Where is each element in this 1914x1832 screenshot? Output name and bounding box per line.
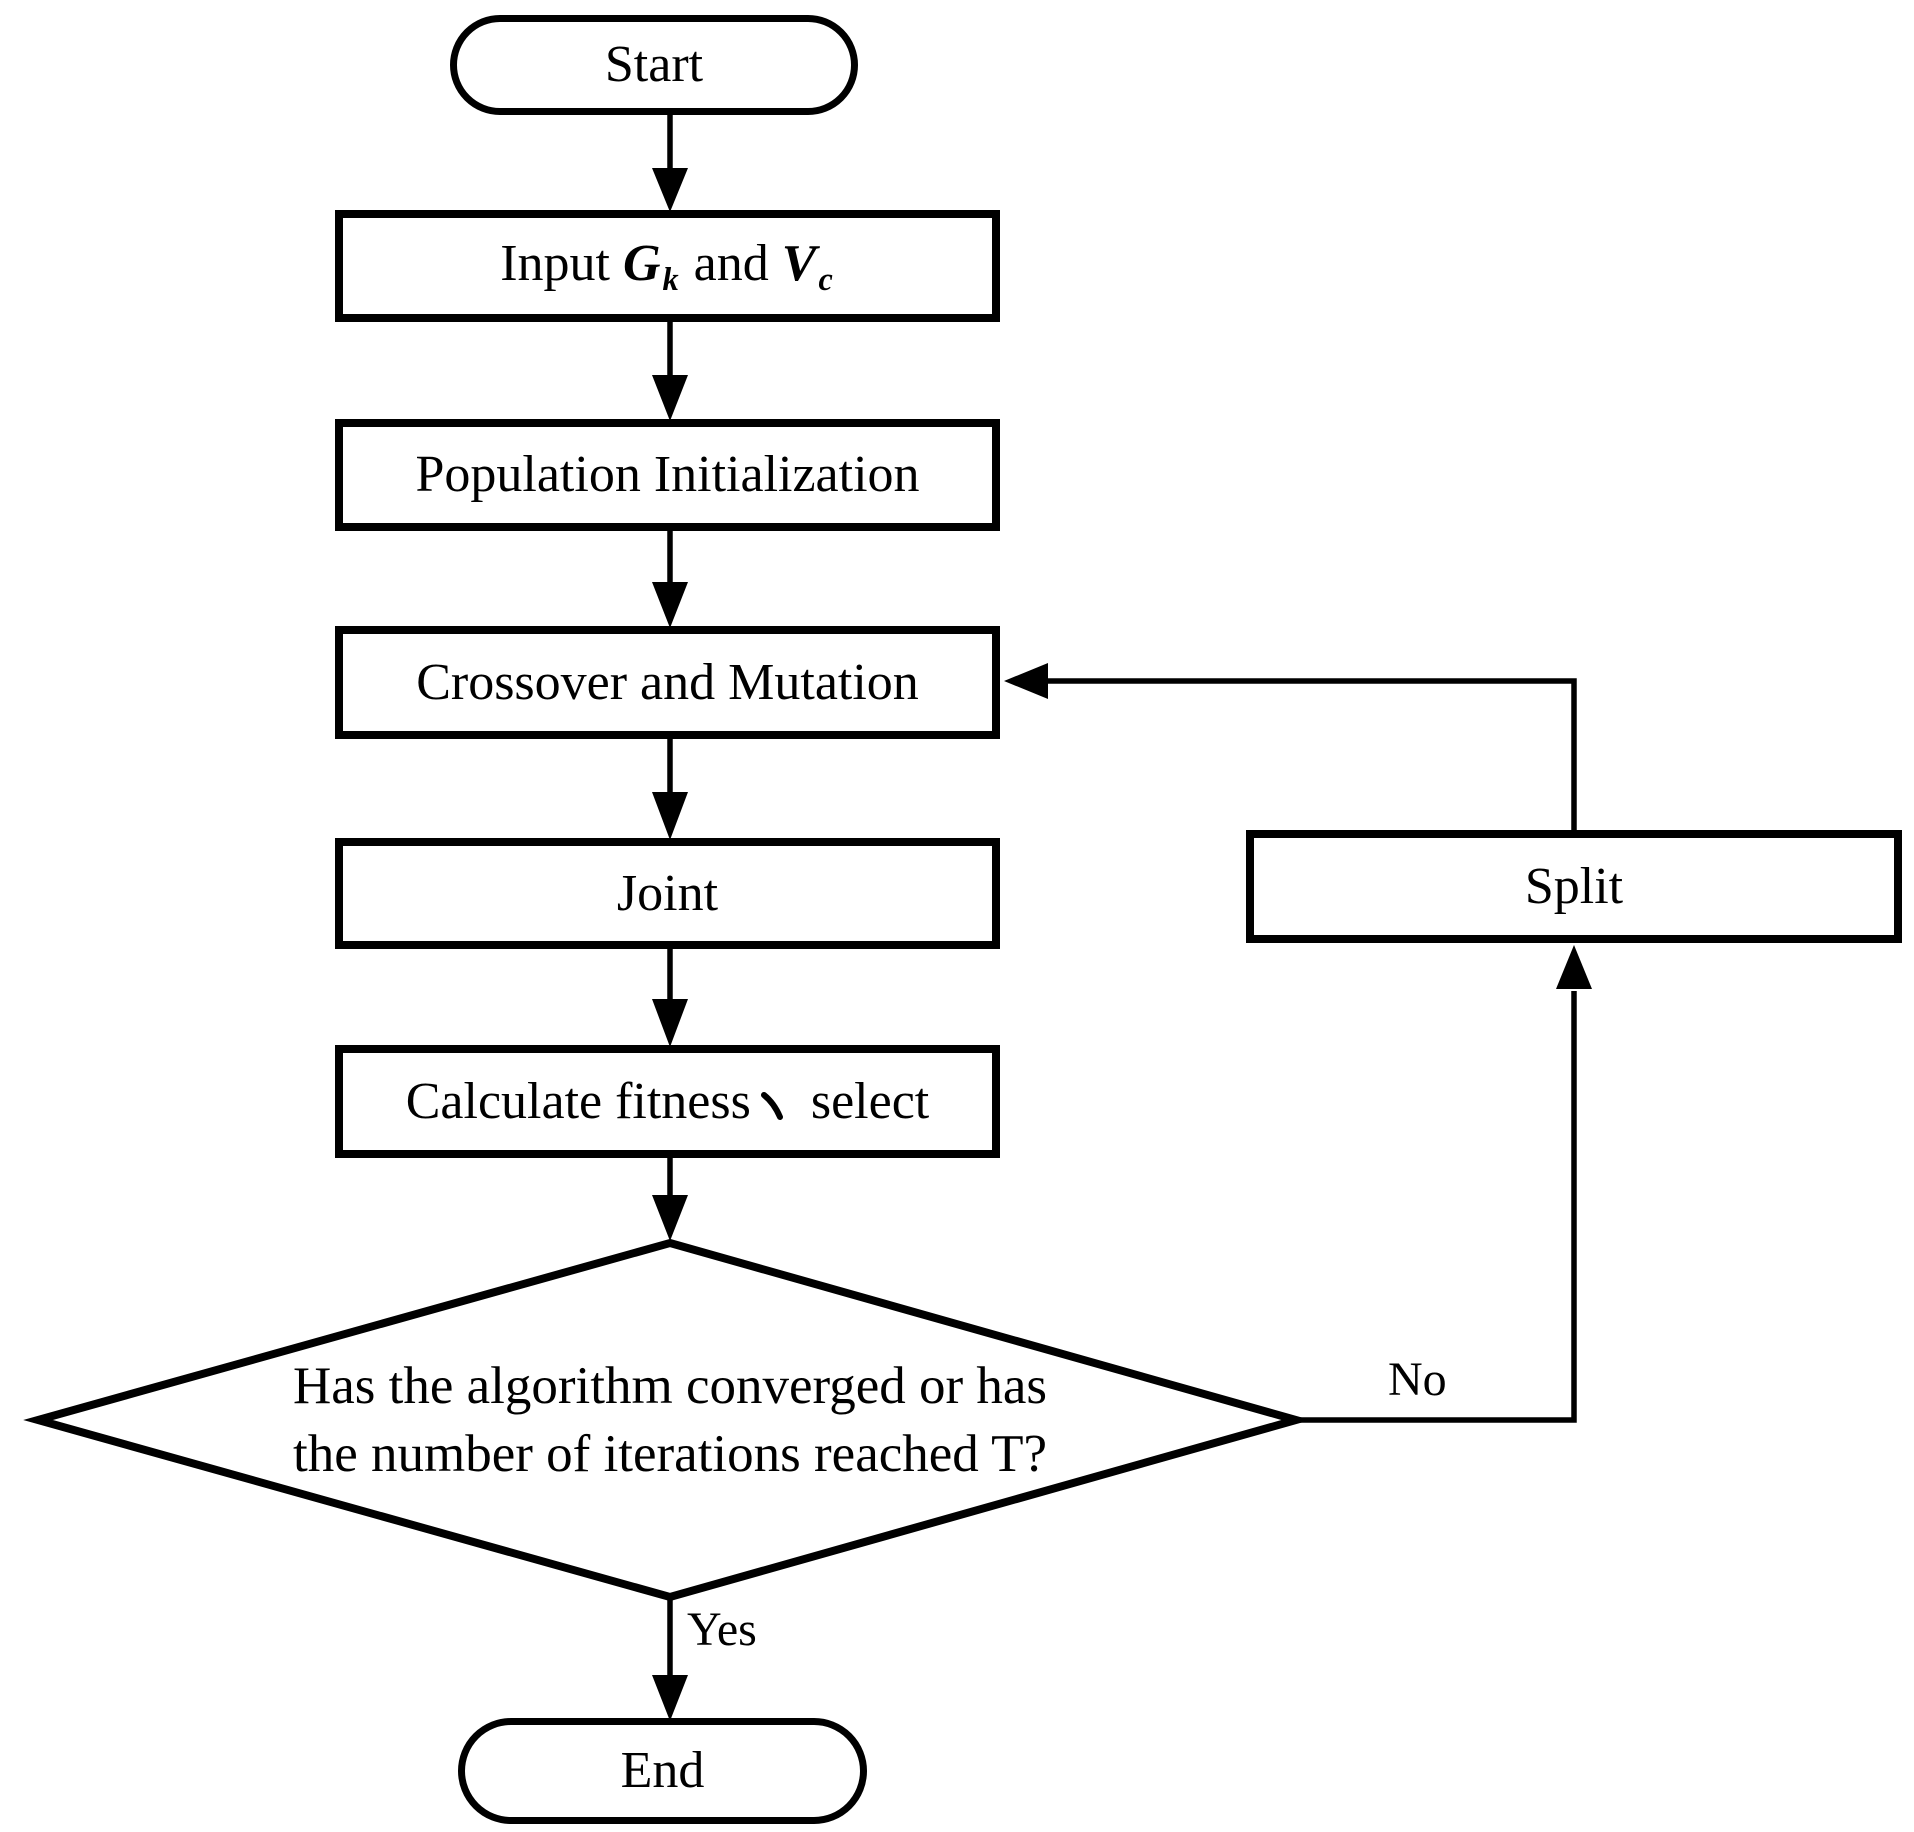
input-var-v-subscript: c — [818, 260, 833, 297]
arrowhead-up-icon — [1556, 945, 1592, 989]
edge-crossover-to-joint — [652, 739, 688, 840]
edge-calculate-to-decision — [652, 1158, 688, 1241]
yes-edge-label: Yes — [687, 1603, 757, 1656]
edge-joint-to-calculate — [652, 949, 688, 1047]
arrowhead-down-icon — [652, 999, 688, 1047]
arrowhead-down-icon — [652, 582, 688, 628]
arrowhead-down-icon — [652, 1195, 688, 1241]
arrowhead-down-icon — [652, 168, 688, 212]
input-node: Input Gk and Vc — [335, 210, 1000, 322]
calculate-fitness-select-label: Calculate fitness select — [406, 1072, 929, 1132]
input-var-g-subscript: k — [662, 260, 679, 297]
split-node: Split — [1246, 830, 1902, 943]
end-node: End — [458, 1718, 867, 1824]
edge-start-to-input — [652, 115, 688, 212]
arrowhead-down-icon — [652, 375, 688, 421]
decision-text-line1: Has the algorithm converged or has — [292, 1357, 1048, 1415]
population-initialization-node: Population Initialization — [335, 419, 1000, 531]
edge-input-to-population — [652, 322, 688, 421]
calculate-label-after-comma: select — [810, 1072, 930, 1130]
edge-decision-no-to-split — [1296, 945, 1592, 1423]
start-node: Start — [450, 15, 858, 115]
ideographic-comma-glyph — [760, 1091, 783, 1120]
crossover-mutation-node: Crossover and Mutation — [335, 626, 1000, 739]
edge-population-to-crossover — [652, 531, 688, 628]
decision-text-line2: the number of iterations reached T? — [293, 1425, 1047, 1483]
calculate-fitness-select-node: Calculate fitness select — [335, 1045, 1000, 1158]
calculate-label-before-comma: Calculate fitness — [405, 1072, 751, 1130]
joint-label: Joint — [616, 864, 719, 922]
decision-node-text: Has the algorithm converged or has the n… — [120, 1352, 1220, 1488]
input-var-g: G — [622, 235, 661, 293]
edge-split-to-crossover — [1004, 663, 1577, 830]
edge-line — [1048, 678, 1577, 830]
input-var-v: V — [781, 235, 817, 293]
edge-decision-yes-to-end — [652, 1597, 688, 1721]
arrowhead-down-icon — [652, 1675, 688, 1721]
input-label-prefix: Input — [500, 235, 623, 293]
no-edge-label: No — [1388, 1353, 1447, 1406]
population-initialization-label: Population Initialization — [415, 446, 920, 504]
input-label: Input Gk and Vc — [500, 234, 835, 298]
joint-node: Joint — [335, 838, 1000, 949]
arrowhead-down-icon — [652, 792, 688, 840]
split-label: Split — [1524, 857, 1624, 915]
input-label-conjunction: and — [680, 235, 782, 293]
arrowhead-left-icon — [1004, 663, 1048, 699]
edge-line — [1296, 991, 1577, 1423]
crossover-mutation-label: Crossover and Mutation — [416, 653, 919, 711]
end-label: End — [620, 1742, 705, 1800]
start-label: Start — [604, 36, 704, 94]
